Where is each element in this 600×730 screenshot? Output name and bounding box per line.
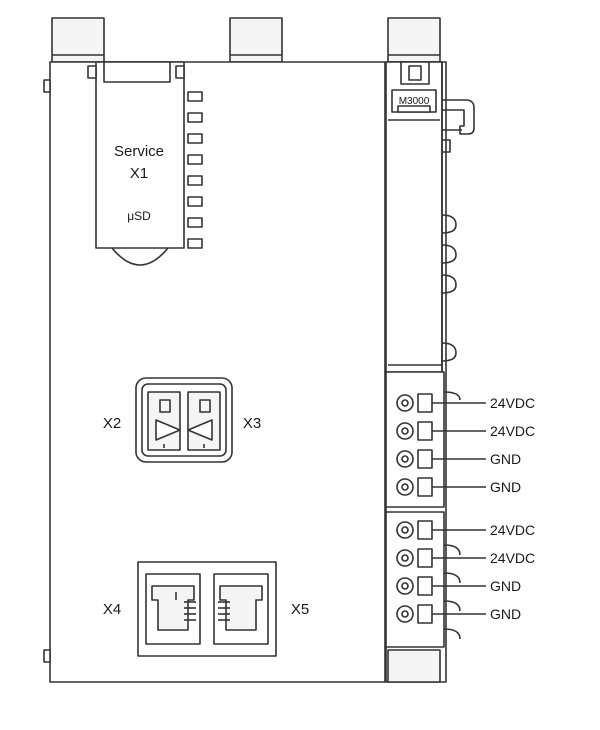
led-indicator [187, 112, 203, 123]
labels: Service X1 μSD M3000 X2 X3 X4 X5 24VDC 2… [103, 96, 535, 622]
terminal-6 [396, 548, 486, 568]
terminal-2 [396, 421, 486, 441]
terminal-label: 24VDC [490, 550, 535, 566]
top-connector-left [51, 17, 105, 63]
usb-connector-block [135, 377, 233, 463]
led-column [187, 91, 203, 249]
led-indicator [187, 133, 203, 144]
terminal-label: 24VDC [490, 522, 535, 538]
terminal-1 [396, 393, 486, 413]
ethernet-connector-block [137, 561, 277, 657]
module-latch [391, 61, 475, 135]
port-x3-label: X3 [243, 415, 261, 432]
terminal-3 [396, 449, 486, 469]
rail-ribs [388, 119, 457, 366]
module-label: M3000 [399, 96, 430, 107]
port-x4-label: X4 [103, 601, 121, 618]
led-indicator [187, 196, 203, 207]
terminal-label: GND [490, 451, 521, 467]
service-slot [87, 61, 185, 266]
terminal-label: GND [490, 606, 521, 622]
terminal-7 [396, 576, 486, 596]
top-connector-center [229, 17, 283, 63]
terminal-label: GND [490, 479, 521, 495]
led-indicator [187, 91, 203, 102]
led-indicator [187, 217, 203, 228]
service-port-label: X1 [130, 165, 148, 182]
microsd-label: μSD [127, 209, 151, 223]
port-x5-label: X5 [291, 601, 309, 618]
terminal-5 [396, 520, 486, 540]
service-title: Service [114, 143, 164, 160]
terminal-label: 24VDC [490, 395, 535, 411]
terminal-strip [385, 61, 447, 683]
top-connector-right [387, 17, 441, 63]
terminal-label: GND [490, 578, 521, 594]
led-indicator [187, 154, 203, 165]
led-indicator [187, 238, 203, 249]
led-indicator [187, 175, 203, 186]
port-x2-label: X2 [103, 415, 121, 432]
terminal-8 [396, 604, 486, 624]
terminal-label: 24VDC [490, 423, 535, 439]
terminal-4 [396, 477, 486, 497]
terminals [396, 391, 486, 640]
